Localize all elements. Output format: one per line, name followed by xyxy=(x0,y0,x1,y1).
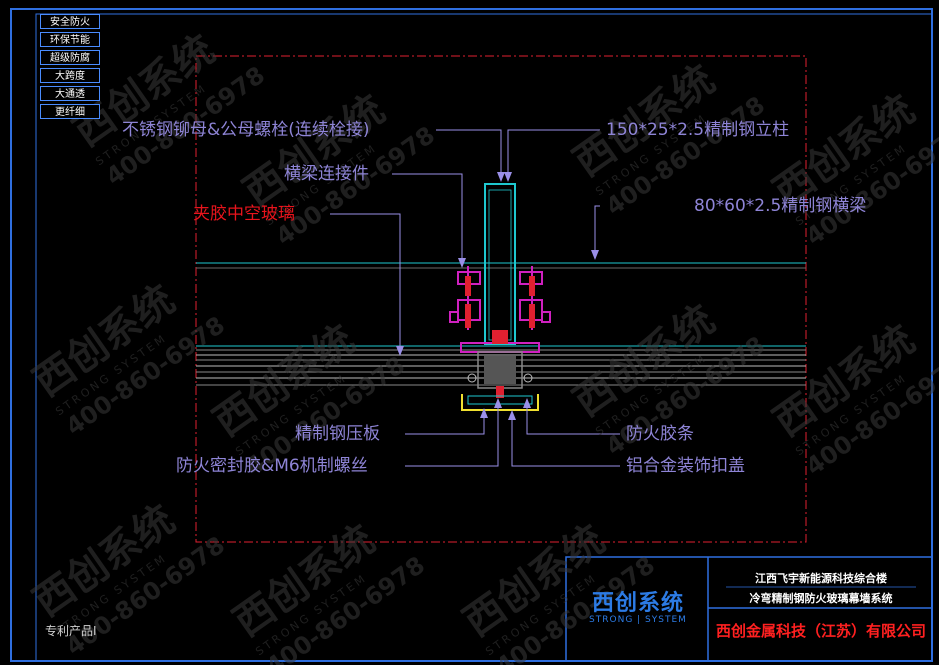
side-tag: 更纤细 xyxy=(40,104,100,119)
project-title: 江西飞宇新能源科技综合楼 xyxy=(755,572,887,585)
inner-frame xyxy=(35,13,933,662)
label-fire-strip: 防火胶条 xyxy=(626,424,694,444)
label-column: 150*25*2.5精制钢立柱 xyxy=(606,120,790,140)
company-logo-en: STRONG | SYSTEM xyxy=(589,615,687,625)
steel-column xyxy=(484,183,516,345)
company-name: 西创金属科技（江苏）有限公司 xyxy=(715,622,926,640)
patent-label: 专利产品I xyxy=(45,624,97,638)
side-tag: 环保节能 xyxy=(40,32,100,47)
label-rivet-bolt: 不锈钢铆母&公母螺栓(连续栓接) xyxy=(122,120,370,140)
label-glass: 夹胶中空玻璃 xyxy=(193,204,295,224)
leader-lines xyxy=(330,129,620,467)
pressure-plate xyxy=(460,330,540,398)
side-tag: 超级防腐 xyxy=(40,50,100,65)
leader-arrows xyxy=(396,172,599,420)
label-cover-cap: 铝合金装饰扣盖 xyxy=(626,456,745,476)
system-title: 冷弯精制钢防火玻璃幕墙系统 xyxy=(749,592,893,605)
glass-panes xyxy=(196,345,806,386)
side-tag: 安全防火 xyxy=(40,14,100,29)
detail-boundary xyxy=(195,55,807,543)
label-pressure-plate: 精制钢压板 xyxy=(295,424,380,444)
label-beam-connector: 横梁连接件 xyxy=(284,164,369,184)
company-logo: 西创系统 xyxy=(591,590,684,616)
side-tag: 大跨度 xyxy=(40,68,100,83)
label-beam: 80*60*2.5精制钢横梁 xyxy=(694,196,867,216)
bolts xyxy=(465,276,535,328)
beam-lines xyxy=(196,262,806,269)
title-block-frame xyxy=(565,556,933,662)
side-tag: 大通透 xyxy=(40,86,100,101)
label-sealant-screw: 防火密封胶&M6机制螺丝 xyxy=(176,456,368,476)
